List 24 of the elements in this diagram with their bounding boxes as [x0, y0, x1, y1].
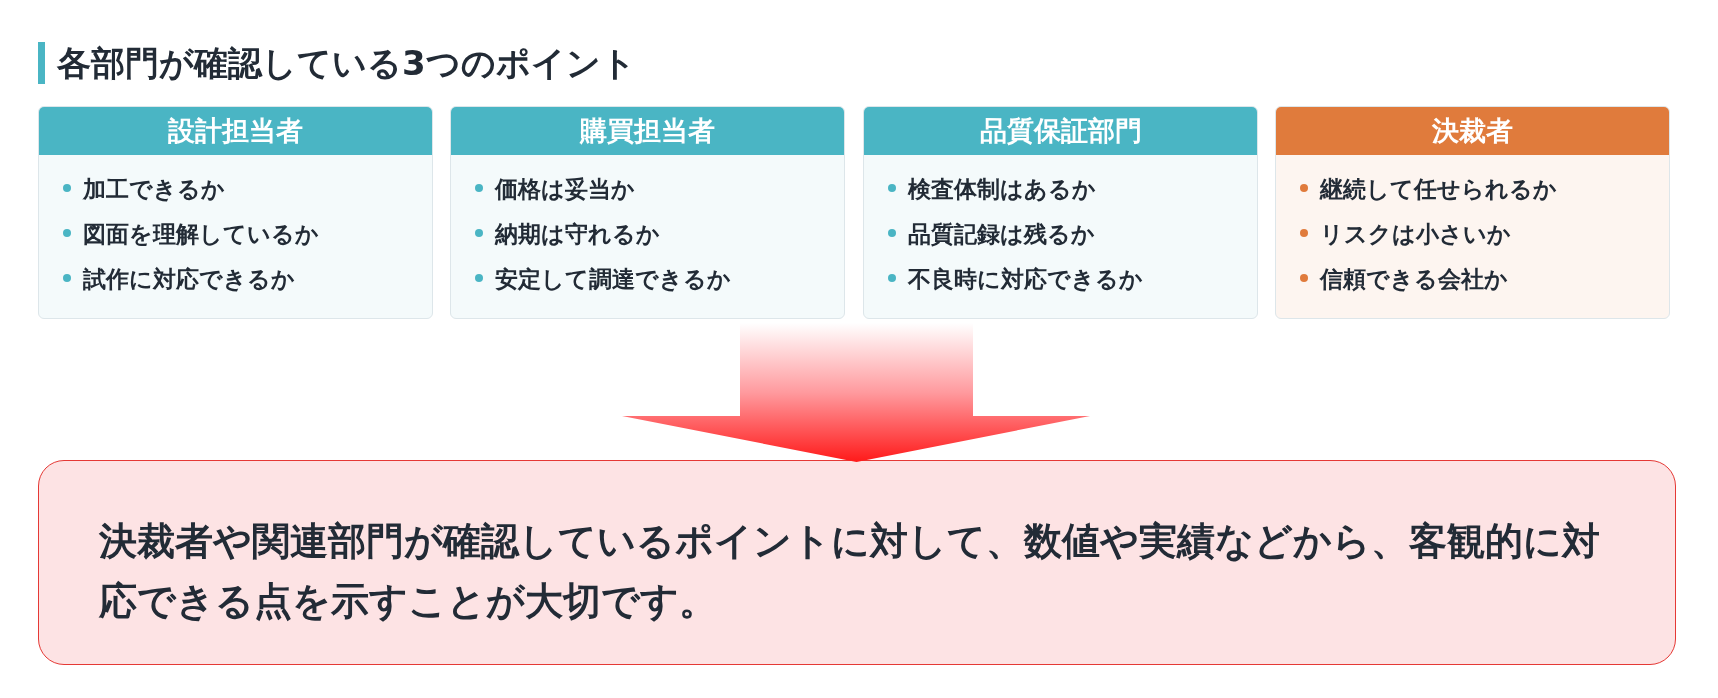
bullet-item: 図面を理解しているか — [63, 212, 319, 257]
card-header: 設計担当者 — [39, 107, 432, 155]
bullet-item: 不良時に対応できるか — [888, 257, 1143, 302]
summary-text: 決裁者や関連部門が確認しているポイントに対して、数値や実績などから、客観的に対応できる点を示すことが大切です。 — [99, 518, 1601, 625]
bullet-item: 価格は妥当か — [475, 167, 635, 212]
bullet-item: 納期は守れるか — [475, 212, 660, 257]
bullet-item: リスクは小さいか — [1300, 212, 1511, 257]
bullet-item: 試作に対応できるか — [63, 257, 295, 302]
bullet-item: 品質記録は残るか — [888, 212, 1095, 257]
bullet-item: 安定して調達できるか — [475, 257, 731, 302]
card — [38, 106, 433, 319]
card-header: 決裁者 — [1276, 107, 1669, 155]
bullet-item: 加工できるか — [63, 167, 225, 212]
card — [1275, 106, 1670, 319]
card — [863, 106, 1258, 319]
bullet-item: 継続して任せられるか — [1300, 167, 1557, 212]
bullet-item: 検査体制はあるか — [888, 167, 1096, 212]
card — [450, 106, 845, 319]
heading: 各部門が確認している3つのポイント — [38, 42, 636, 84]
card-header: 購買担当者 — [451, 107, 844, 155]
card-header: 品質保証部門 — [864, 107, 1257, 155]
summary-box — [38, 460, 1676, 665]
block-arrow — [622, 323, 1090, 462]
bullet-item: 信頼できる会社か — [1300, 257, 1508, 302]
